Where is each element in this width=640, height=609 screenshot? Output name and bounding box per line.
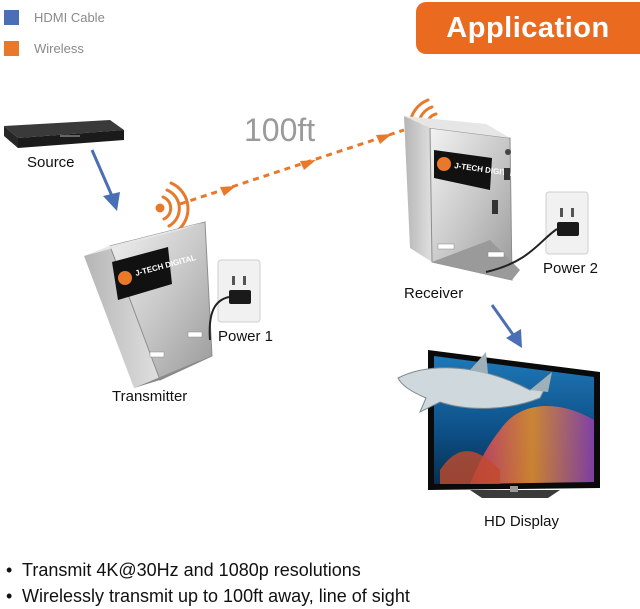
- feature-item: •Transmit 4K@30Hz and 1080p resolutions: [6, 560, 361, 580]
- power-outlet-1: [208, 259, 261, 341]
- transmitter-label: Transmitter: [112, 388, 188, 405]
- source-player: [4, 120, 124, 148]
- power2-label: Power 2: [543, 260, 599, 277]
- transmitter-device: J-TECH DIGITAL: [84, 221, 213, 388]
- feature-text-2: Wirelessly transmit up to 100ft away, li…: [22, 586, 410, 606]
- legend-label-hdmi: HDMI Cable: [34, 9, 105, 25]
- legend: HDMI Cable Wireless: [4, 8, 105, 70]
- transmitter-wifi-icon: [155, 181, 190, 235]
- hdmi-arrow-display: [490, 304, 522, 348]
- wireless-swatch: [4, 40, 19, 56]
- hdmi-swatch: [4, 9, 19, 25]
- hdmi-arrow-source: [90, 149, 120, 211]
- hd-display: [397, 350, 600, 498]
- receiver-device: J-TECH DIGITAL: [404, 116, 520, 281]
- feature-text-1: Transmit 4K@30Hz and 1080p resolutions: [22, 560, 361, 580]
- power-outlet-2: [485, 191, 589, 273]
- legend-item-hdmi: HDMI Cable: [4, 8, 105, 26]
- feature-list: •Transmit 4K@30Hz and 1080p resolutions …: [6, 557, 410, 609]
- feature-item: •Wirelessly transmit up to 100ft away, l…: [6, 586, 410, 606]
- distance-label: 100ft: [244, 112, 316, 148]
- legend-item-wireless: Wireless: [4, 39, 105, 57]
- receiver-label: Receiver: [404, 285, 464, 302]
- source-label: Source: [27, 154, 75, 171]
- legend-label-wireless: Wireless: [34, 40, 84, 56]
- application-banner: Application: [416, 2, 640, 54]
- power1-label: Power 1: [218, 328, 274, 345]
- display-label: HD Display: [484, 513, 560, 530]
- wireless-link: [179, 128, 405, 206]
- banner-title: Application: [446, 11, 610, 44]
